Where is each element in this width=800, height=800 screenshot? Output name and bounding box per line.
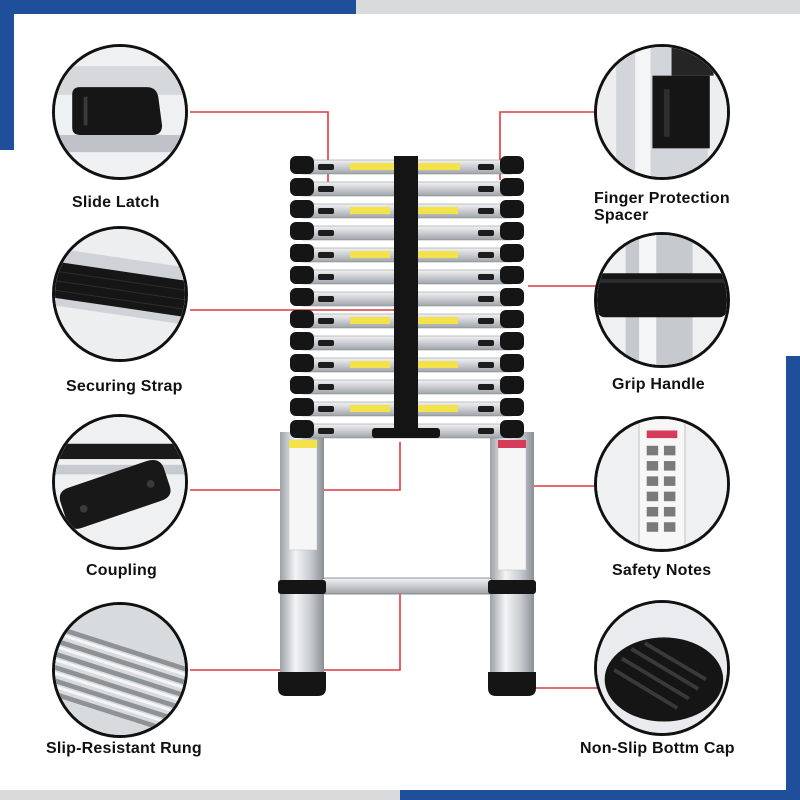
rung-label-sticker: [418, 361, 458, 368]
label-non-slip-bottom-cap: Non-Slip Bottm Cap: [580, 740, 735, 757]
rung-label-sticker: [350, 207, 390, 214]
callout-slide-latch: [52, 44, 188, 180]
slide-latch: [318, 362, 334, 368]
left-rung-coupling: [290, 178, 314, 196]
callout-non-slip-bottom-cap: [594, 600, 730, 736]
right-rung-coupling: [500, 310, 524, 328]
slide-latch: [478, 428, 494, 434]
slide-latch: [318, 230, 334, 236]
left-rung-coupling: [290, 310, 314, 328]
slide-latch: [478, 318, 494, 324]
right-rung-coupling: [500, 178, 524, 196]
rung-label-sticker: [418, 207, 458, 214]
corner-accent-top-left-side: [0, 0, 14, 150]
right-rung-coupling: [500, 156, 524, 174]
slide-latch: [318, 318, 334, 324]
slide-latch: [318, 252, 334, 258]
label-securing-strap: Securing Strap: [66, 378, 183, 395]
slide-latch: [478, 164, 494, 170]
callout-slip-resistant-rung: [52, 602, 188, 738]
securing-strap: [394, 156, 418, 428]
label-finger-protection-spacer: Finger Protection Spacer: [594, 190, 730, 224]
slide-latch: [478, 186, 494, 192]
label-slide-latch: Slide Latch: [72, 194, 160, 211]
callout-safety-notes: [594, 416, 730, 552]
corner-accent-top-right: [356, 0, 800, 14]
left-rung-coupling: [290, 354, 314, 372]
right-rung-coupling: [500, 398, 524, 416]
rung-label-sticker: [350, 405, 390, 412]
callout-grip-handle: [594, 232, 730, 368]
right-rung-coupling: [500, 288, 524, 306]
right-rung-coupling: [500, 266, 524, 284]
slide-latch: [318, 164, 334, 170]
left-rung-coupling: [290, 398, 314, 416]
slide-latch: [478, 296, 494, 302]
callout-coupling: [52, 414, 188, 550]
slide-latch: [318, 296, 334, 302]
leader-slip-resistant-rung: [190, 590, 401, 671]
leader-coupling: [190, 442, 401, 491]
slide-latch: [478, 274, 494, 280]
slide-latch: [318, 186, 334, 192]
slide-latch: [318, 274, 334, 280]
corner-accent-top-left: [0, 0, 356, 14]
left-rung-coupling: [290, 244, 314, 262]
slide-latch: [478, 362, 494, 368]
rung-label-sticker: [418, 251, 458, 258]
rung-label-sticker: [350, 361, 390, 368]
right-rung-coupling: [500, 200, 524, 218]
label-slip-resistant-rung: Slip-Resistant Rung: [46, 740, 202, 757]
left-rung-coupling: [290, 156, 314, 174]
rung-label-sticker: [350, 251, 390, 258]
slide-latch: [478, 208, 494, 214]
slide-latch: [478, 230, 494, 236]
slide-latch: [478, 252, 494, 258]
slide-latch: [478, 340, 494, 346]
label-grip-handle: Grip Handle: [612, 376, 705, 393]
slide-latch: [318, 406, 334, 412]
right-rung-coupling: [500, 222, 524, 240]
left-rung-coupling: [290, 266, 314, 284]
right-rung-coupling: [500, 376, 524, 394]
left-rung-coupling: [290, 332, 314, 350]
left-rung-coupling: [290, 376, 314, 394]
right-rung-coupling: [500, 354, 524, 372]
left-rung-coupling: [290, 288, 314, 306]
rung-label-sticker: [418, 405, 458, 412]
left-rung-coupling: [290, 420, 314, 438]
slide-latch: [318, 384, 334, 390]
corner-accent-bottom-left: [0, 790, 400, 800]
leader-finger-spacer: [499, 111, 610, 180]
corner-accent-right-side: [786, 356, 800, 800]
slide-latch: [318, 208, 334, 214]
left-foot-cap: [278, 672, 326, 696]
corner-accent-bottom-right: [400, 790, 800, 800]
slide-latch: [318, 428, 334, 434]
rung-label-sticker: [350, 317, 390, 324]
rung-label-sticker: [418, 317, 458, 324]
right-foot-cap: [488, 672, 536, 696]
left-rung-coupling: [290, 200, 314, 218]
strap-handle: [372, 428, 440, 438]
slide-latch: [478, 384, 494, 390]
right-rung-coupling: [500, 420, 524, 438]
left-rung-coupling: [290, 222, 314, 240]
right-rung-coupling: [500, 332, 524, 350]
slide-latch: [478, 406, 494, 412]
label-safety-notes: Safety Notes: [612, 562, 712, 579]
callout-finger-protection-spacer: [594, 44, 730, 180]
label-coupling: Coupling: [86, 562, 157, 579]
callout-securing-strap: [52, 226, 188, 362]
slide-latch: [318, 340, 334, 346]
right-rung-coupling: [500, 244, 524, 262]
bottom-rung: [321, 577, 493, 595]
